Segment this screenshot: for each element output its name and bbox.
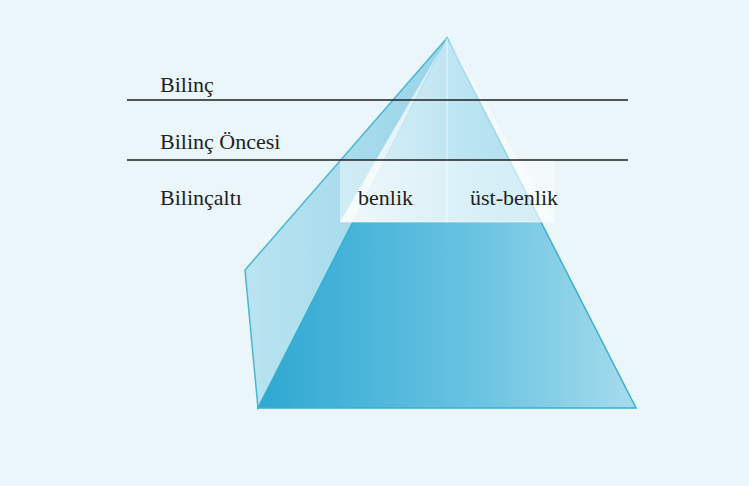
level-label: Bilinç: [160, 72, 214, 98]
level-label: Bilinçaltı: [160, 185, 242, 211]
level-label: Bilinç Öncesi: [160, 129, 280, 155]
structure-label: üst-benlik: [470, 185, 558, 211]
structure-label: benlik: [358, 185, 413, 211]
